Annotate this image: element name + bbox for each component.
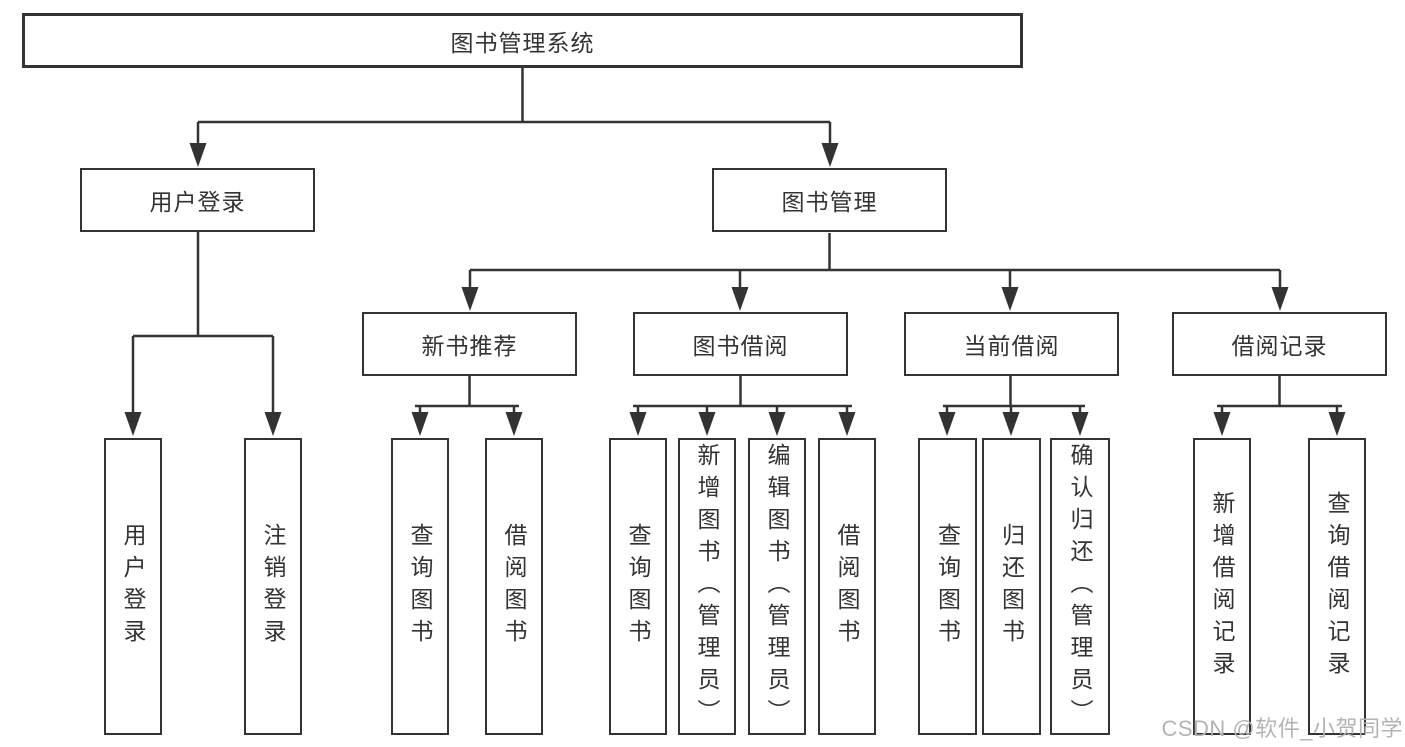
- node-label: 查询图书: [934, 522, 961, 651]
- leaf-current-return-books: 归还图书: [982, 438, 1041, 735]
- leaf-borrow-edit-books-admin: 编辑图书（管理员）: [748, 438, 806, 735]
- leaf-records-add-borrow-record: 新增借阅记录: [1193, 438, 1251, 735]
- leaf-borrow-borrow-books: 借阅图书: [818, 438, 876, 735]
- leaf-newbooks-borrow-books: 借阅图书: [485, 438, 543, 735]
- node-user-login: 用户登录: [80, 168, 315, 232]
- node-label: 图书借阅: [692, 333, 789, 359]
- node-label: 新增图书（管理员）: [694, 442, 720, 731]
- node-label: 用户登录: [149, 189, 246, 215]
- node-label: 注销登录: [260, 522, 286, 651]
- node-label: 图书管理系统: [450, 29, 595, 56]
- leaf-user-login: 用户登录: [104, 438, 162, 735]
- node-library-management-system: 图书管理系统: [22, 13, 1023, 68]
- leaf-borrow-query-books: 查询图书: [609, 438, 667, 735]
- node-label: 借阅图书: [501, 522, 527, 651]
- node-label: 当前借阅: [963, 333, 1060, 359]
- leaf-borrow-add-books-admin: 新增图书（管理员）: [678, 438, 736, 735]
- node-label: 查询图书: [625, 522, 651, 651]
- node-borrowing-records: 借阅记录: [1172, 312, 1387, 376]
- leaf-records-query-borrow-record: 查询借阅记录: [1308, 438, 1366, 735]
- node-label: 借阅记录: [1231, 333, 1328, 359]
- leaf-current-confirm-return-admin: 确认归还（管理员）: [1050, 438, 1110, 735]
- node-label: 新书推荐: [421, 333, 518, 359]
- node-label: 查询图书: [407, 522, 433, 651]
- node-book-borrowing: 图书借阅: [633, 312, 848, 376]
- node-label: 图书管理: [781, 189, 878, 215]
- node-label: 编辑图书（管理员）: [764, 442, 790, 731]
- node-current-borrowing: 当前借阅: [904, 312, 1119, 376]
- csdn-watermark: CSDN @软件_小贺同学: [1161, 716, 1403, 741]
- leaf-logout: 注销登录: [244, 438, 302, 735]
- node-new-book-recommend: 新书推荐: [362, 312, 577, 376]
- node-label: 确认归还（管理员）: [1067, 442, 1093, 731]
- leaf-newbooks-query-books: 查询图书: [391, 438, 449, 735]
- node-book-management: 图书管理: [712, 168, 947, 232]
- node-label: 新增借阅记录: [1209, 490, 1235, 683]
- leaf-current-query-books: 查询图书: [918, 438, 977, 735]
- node-label: 归还图书: [998, 522, 1025, 651]
- node-label: 用户登录: [120, 522, 146, 651]
- node-label: 查询借阅记录: [1324, 490, 1350, 683]
- node-label: 借阅图书: [834, 522, 860, 651]
